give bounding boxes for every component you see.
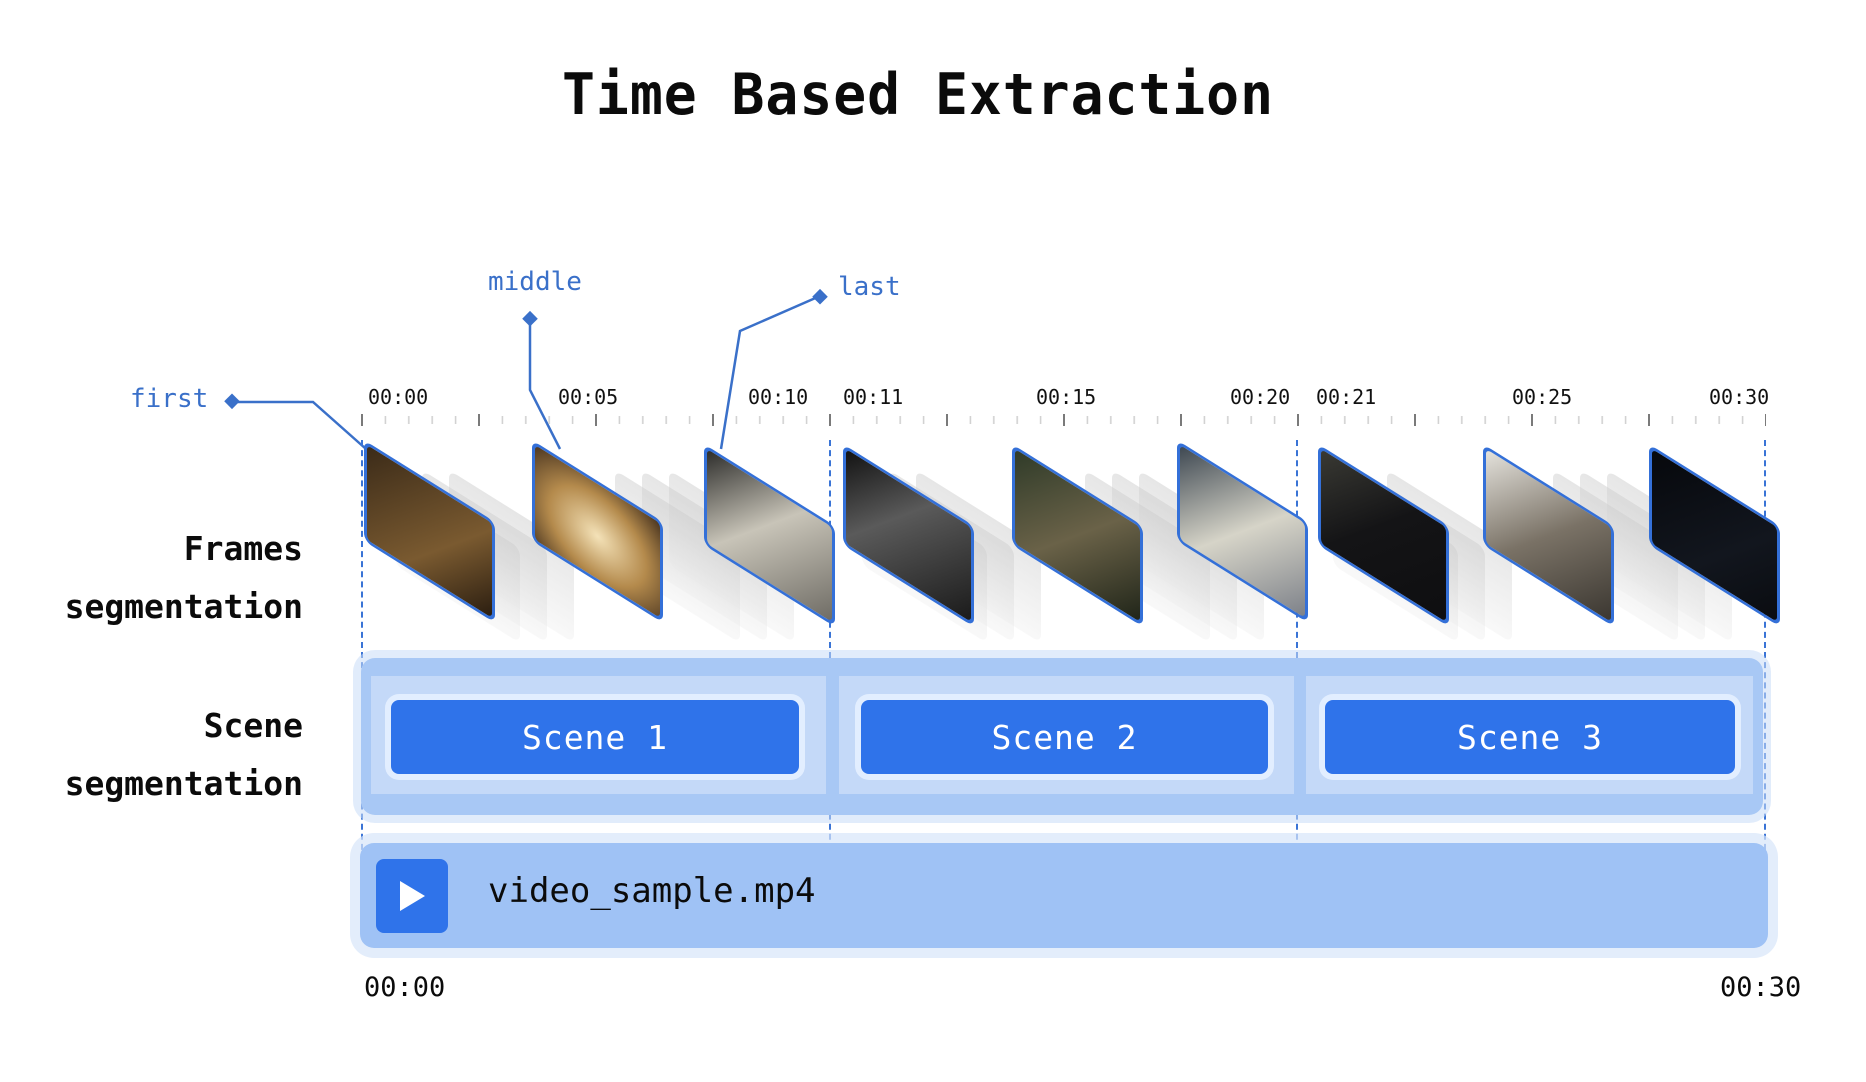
scene-boundary-line: [361, 440, 363, 860]
timestamp: 00:30: [1709, 385, 1770, 409]
label-line: segmentation: [64, 764, 303, 803]
timestamp: 00:11: [843, 385, 904, 409]
video-end-time: 00:30: [1720, 972, 1802, 1003]
timestamp: 00:05: [558, 385, 619, 409]
annotation-first: first: [130, 384, 209, 414]
video-track: video_sample.mp4: [360, 843, 1768, 948]
scene-segmentation-band: Scene 1 Scene 2 Scene 3: [361, 658, 1763, 815]
timestamp: 00:10: [748, 385, 809, 409]
timestamp: 00:00: [368, 385, 429, 409]
timestamp: 00:21: [1316, 385, 1377, 409]
scene-boundary-line: [1296, 440, 1298, 860]
scene-2-block[interactable]: Scene 2: [861, 700, 1268, 774]
scene-3-block[interactable]: Scene 3: [1325, 700, 1735, 774]
timestamp: 00:15: [1036, 385, 1097, 409]
annotation-last: last: [838, 272, 901, 302]
annotation-middle: middle: [488, 267, 582, 297]
page-title: Time Based Extraction: [562, 62, 1274, 128]
label-line: Frames: [183, 529, 303, 568]
label-line: Scene: [203, 706, 303, 745]
video-start-time: 00:00: [364, 972, 446, 1003]
timestamp: 00:25: [1512, 385, 1573, 409]
scene-1-block[interactable]: Scene 1: [391, 700, 799, 774]
label-line: segmentation: [64, 587, 303, 626]
timestamp: 00:20: [1230, 385, 1291, 409]
tick-ruler: [361, 412, 1766, 428]
video-file-name: video_sample.mp4: [488, 871, 816, 911]
frames-segmentation-label: Frames segmentation: [65, 520, 303, 636]
play-button[interactable]: [376, 859, 448, 933]
scene-boundary-line: [1764, 440, 1766, 860]
scene-segmentation-label: Scene segmentation: [65, 697, 303, 813]
scene-boundary-line: [829, 440, 831, 860]
play-icon: [400, 881, 425, 911]
